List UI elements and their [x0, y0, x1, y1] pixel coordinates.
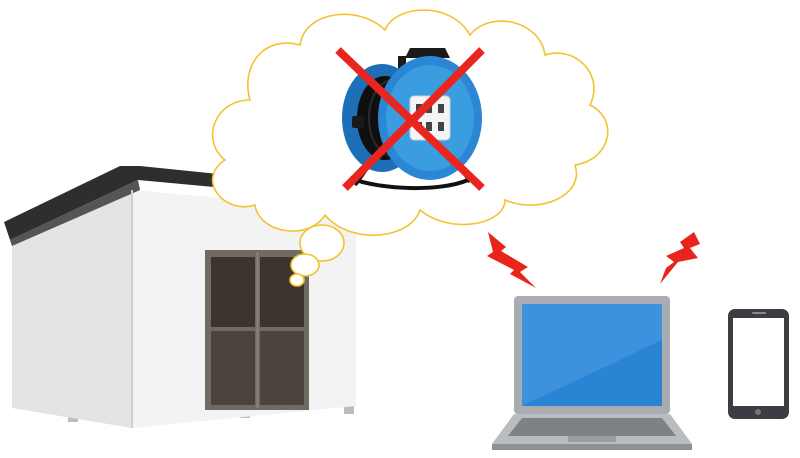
smartphone-icon — [728, 309, 789, 419]
laptop-icon — [492, 296, 692, 450]
lightning-icon — [487, 232, 536, 288]
prohibited-cross-icon — [335, 47, 485, 191]
cable-reel-icon — [342, 48, 482, 190]
lightning-icon — [660, 232, 700, 284]
shed-door — [205, 250, 309, 410]
